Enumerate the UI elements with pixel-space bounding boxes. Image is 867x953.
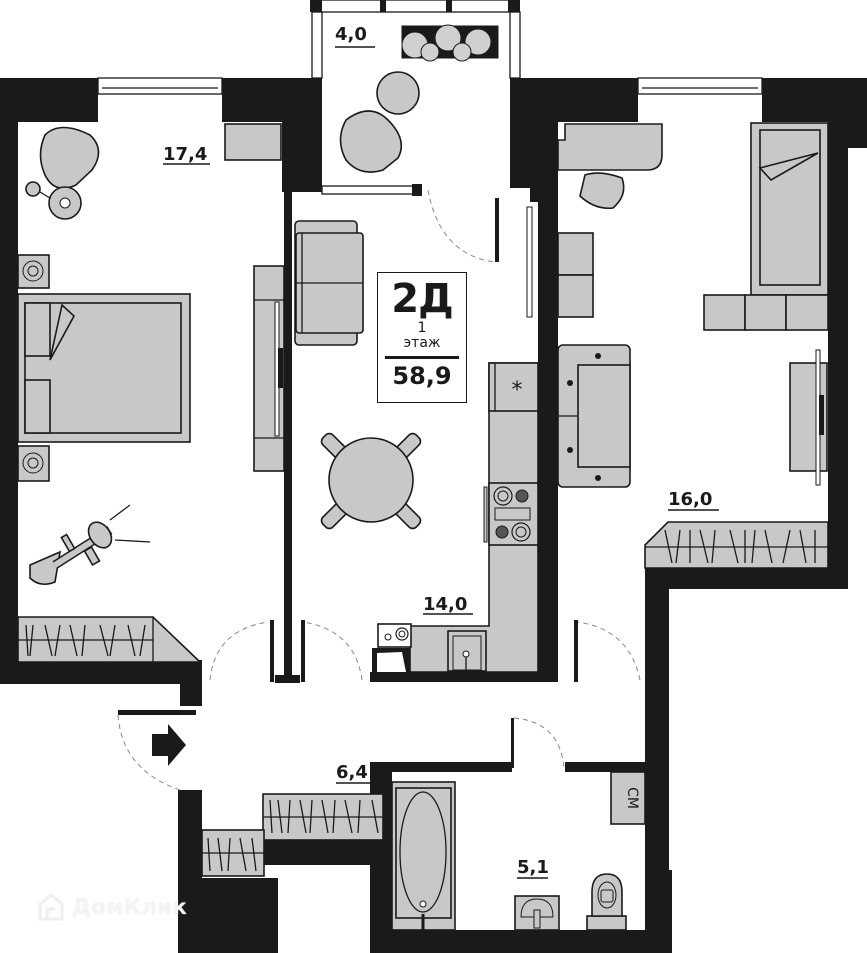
room-area-kitchen: 14,0: [423, 594, 467, 615]
bedroom: 17,4: [17, 123, 285, 663]
entrance-arrow-icon: [152, 724, 186, 766]
fridge-icon: [488, 362, 539, 412]
office-chair-icon: [39, 126, 100, 190]
room-area-living-room: 16,0: [668, 489, 712, 510]
floor-number: 1: [417, 320, 427, 336]
watermark: ДомКлик: [36, 892, 187, 922]
walls: [0, 78, 867, 953]
fridge-symbol: *: [512, 378, 523, 403]
cabinet-icon: [703, 294, 746, 331]
bathroom: СМ 5,1: [391, 771, 646, 931]
cabinet-icon: [785, 294, 829, 331]
living-room: 16,0: [557, 122, 829, 569]
room-area-bedroom: 17,4: [163, 144, 207, 165]
domclick-logo-icon: [38, 893, 64, 921]
washbasin-icon: [514, 895, 560, 931]
cabinet-icon: [744, 294, 787, 331]
toilet-icon: [586, 873, 627, 931]
hallway-wardrobe-icon: [201, 793, 384, 877]
kitchen: * 14,0: [294, 206, 539, 675]
tv-icon: [789, 349, 828, 486]
dining-table-icon: [320, 432, 422, 530]
bathtub-icon: [391, 781, 456, 931]
shelf-icon: [557, 232, 594, 276]
dresser-icon: [224, 123, 282, 161]
single-bed-icon: [750, 122, 829, 296]
wardrobe-icon: [17, 616, 202, 663]
divider: [385, 356, 459, 359]
balcony-armchair-icon: [339, 110, 403, 173]
hallway: 6,4: [152, 724, 384, 877]
living-wardrobe-icon: [644, 521, 829, 569]
balcony-table-icon: [376, 71, 420, 115]
washing-machine-icon: СМ: [610, 771, 646, 825]
desk-icon: [557, 123, 663, 171]
desk-chair-icon: [579, 172, 625, 210]
sofa-icon: [294, 220, 364, 346]
svg-text:СМ: СМ: [624, 787, 640, 809]
shelf-icon: [557, 274, 594, 318]
floor-label: этаж: [403, 335, 441, 351]
room-area-bathroom: 5,1: [517, 857, 549, 878]
cooktop-icon: [483, 482, 539, 546]
apartment-type: 2Д: [391, 276, 453, 322]
apartment-info-box: 2Д 1 этаж 58,9: [377, 272, 467, 403]
watermark-text: ДомКлик: [72, 895, 188, 919]
nightstand-icon: [17, 445, 50, 482]
total-area: 58,9: [392, 362, 452, 390]
room-area-hallway: 6,4: [336, 762, 368, 783]
room-area-balcony: 4,0: [335, 24, 367, 45]
plant-icon: [401, 24, 492, 62]
living-sofa-icon: [557, 344, 631, 488]
balcony: 4,0: [335, 24, 499, 173]
doors: [117, 189, 641, 791]
exercise-bike-icon: [29, 504, 151, 586]
kitchen-sink-icon: [447, 630, 487, 672]
windows: [97, 0, 763, 196]
boiler-icon: [377, 623, 412, 648]
